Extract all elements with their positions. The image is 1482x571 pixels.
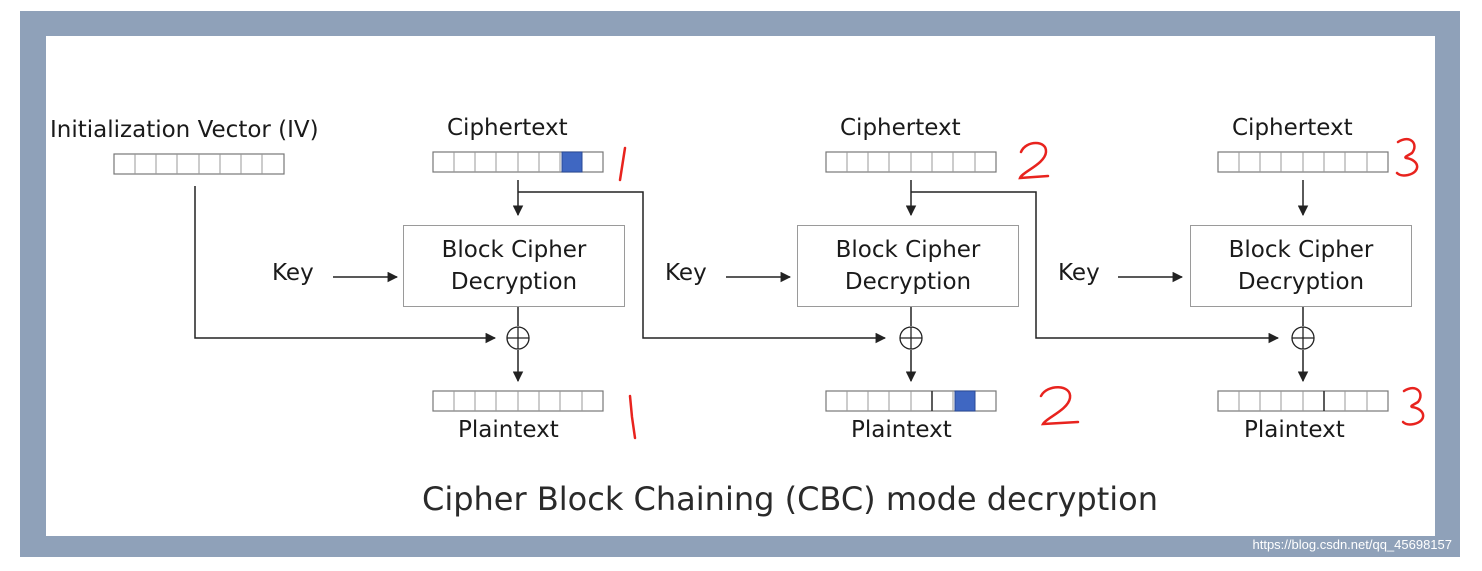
iv-label: Initialization Vector (IV)	[50, 117, 319, 143]
stage-3-plaintext-label: Plaintext	[1244, 417, 1345, 443]
stage-1-plaintext-register	[432, 390, 604, 412]
stage-1-xor-icon	[506, 326, 530, 350]
stage-3-block-line1: Block Cipher	[1228, 237, 1374, 263]
stage-3-key-label: Key	[1058, 260, 1100, 286]
chain-cipher-2-to-xor-3-arrow	[911, 191, 1280, 344]
annotation-cipher-3-mark	[1395, 137, 1419, 177]
annotation-plain-2-mark	[1039, 386, 1080, 426]
stage-3-block-cipher-box: Block Cipher Decryption	[1190, 225, 1412, 307]
annotation-cipher-1-mark	[618, 146, 627, 182]
stage-1-block-cipher-box: Block Cipher Decryption	[403, 225, 625, 307]
stage-2-block-cipher-box: Block Cipher Decryption	[797, 225, 1019, 307]
watermark-text: https://blog.csdn.net/qq_45698157	[1252, 537, 1453, 552]
stage-1-block-line1: Block Cipher	[441, 237, 587, 263]
stage-2-plaintext-highlighted-byte	[954, 390, 976, 412]
stage-3-plaintext-register	[1217, 390, 1389, 412]
stage-3-ciphertext-label: Ciphertext	[1232, 115, 1353, 141]
stage-1-key-label: Key	[272, 260, 314, 286]
annotation-cipher-2-mark	[1018, 141, 1050, 180]
stage-1-block-line2: Decryption	[450, 269, 578, 295]
stage-2-ciphertext-register	[825, 151, 997, 173]
stage-2-block-line1: Block Cipher	[835, 237, 981, 263]
iv-register	[113, 153, 285, 175]
stage-1-ciphertext-register	[432, 151, 604, 173]
stage-1-ciphertext-label: Ciphertext	[447, 115, 568, 141]
stage-2-xor-icon	[899, 326, 923, 350]
stage-2-plaintext-register	[825, 390, 997, 412]
stage-2-block-line2: Decryption	[844, 269, 972, 295]
stage-3-ciphertext-register	[1217, 151, 1389, 173]
stage-1-ciphertext-highlighted-byte	[561, 151, 583, 173]
annotation-plain-1-mark	[628, 394, 637, 440]
stage-2-key-label: Key	[665, 260, 707, 286]
annotation-plain-3-mark	[1401, 386, 1425, 426]
stage-3-xor-icon	[1291, 326, 1315, 350]
stage-2-ciphertext-label: Ciphertext	[840, 115, 961, 141]
stage-3-block-line2: Decryption	[1237, 269, 1365, 295]
chain-cipher-1-to-xor-2-arrow	[518, 191, 887, 344]
stage-2-plaintext-label: Plaintext	[851, 417, 952, 443]
iv-to-xor-1-arrow	[194, 186, 497, 344]
diagram-title: Cipher Block Chaining (CBC) mode decrypt…	[421, 480, 1159, 518]
stage-1-plaintext-label: Plaintext	[458, 417, 559, 443]
